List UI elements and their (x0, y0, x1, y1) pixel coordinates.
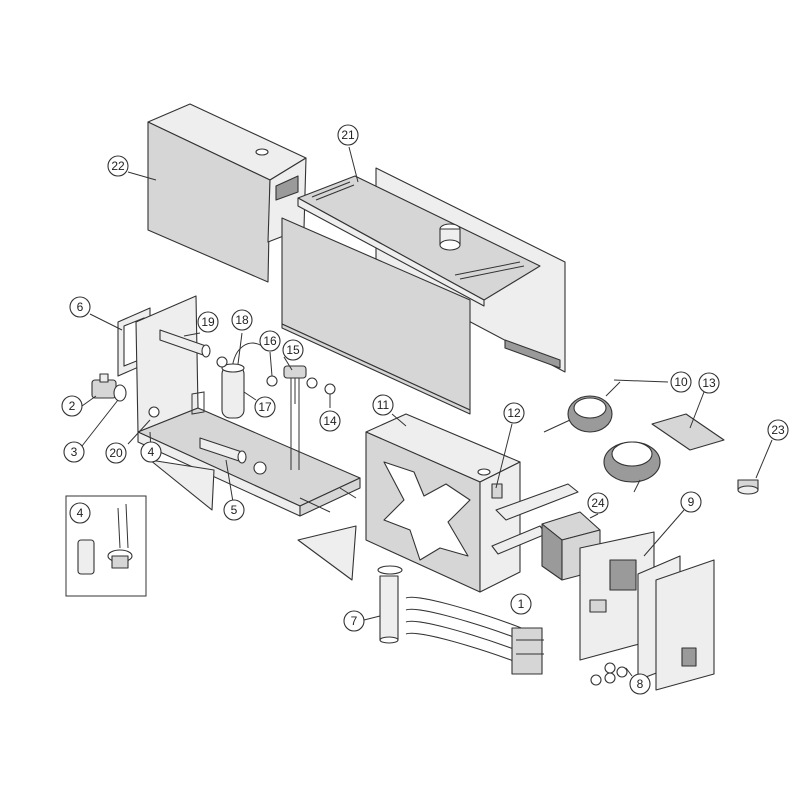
part-pipe (159, 329, 211, 358)
callout-label: 18 (235, 313, 249, 327)
callout-7: 7 (343, 610, 365, 632)
callout-label: 6 (77, 300, 84, 314)
part-top-frame (297, 167, 566, 373)
part-front-panel (281, 217, 471, 415)
callout-label: 22 (111, 159, 125, 173)
callout-label: 19 (201, 315, 215, 329)
callout-label: 5 (231, 503, 238, 517)
part-cable-coil (543, 381, 661, 493)
callout-1: 1 (510, 593, 532, 615)
callout-5: 5 (223, 499, 245, 521)
callout-9: 9 (680, 491, 702, 513)
leader-lines (81, 146, 773, 677)
callout-label: 16 (263, 334, 277, 348)
part-base-chassis (135, 295, 361, 581)
callout-label: 20 (109, 446, 123, 460)
callout-13: 13 (698, 372, 720, 394)
callout-label: 7 (351, 614, 358, 628)
callout-23: 23 (767, 419, 789, 441)
callout-20: 20 (105, 442, 127, 464)
callout-14: 14 (319, 410, 341, 432)
callout-label: 15 (286, 343, 300, 357)
callout-24: 24 (587, 492, 609, 514)
callout-18: 18 (231, 309, 253, 331)
callout-label: 9 (688, 495, 695, 509)
callout-label: 24 (591, 496, 605, 510)
callout-10: 10 (670, 371, 692, 393)
callout-label: 4 (77, 506, 84, 520)
part-cover-plate (651, 413, 725, 451)
callout-4-base: 4 (140, 441, 162, 463)
callout-label: 10 (674, 375, 688, 389)
part-steam-tank (365, 413, 521, 593)
part-valve (91, 373, 127, 402)
part-control-board (579, 531, 715, 691)
callout-label: 2 (69, 399, 76, 413)
callout-21: 21 (337, 124, 359, 146)
callout-label: 13 (702, 376, 716, 390)
callout-label: 8 (637, 677, 644, 691)
callout-label: 14 (323, 414, 337, 428)
callout-label: 17 (258, 400, 272, 414)
callout-6: 6 (69, 296, 91, 318)
part-outer-cover (147, 103, 307, 283)
callout-11: 11 (372, 394, 394, 416)
part-drain-tube (148, 406, 267, 475)
callout-label: 12 (507, 406, 521, 420)
callout-label: 21 (341, 128, 355, 142)
part-drain-pipe (377, 565, 403, 644)
callout-19: 19 (197, 311, 219, 333)
part-float-assembly (191, 342, 336, 470)
callout-16: 16 (259, 330, 281, 352)
callout-4-inset-main: 4 (69, 502, 91, 524)
callout-label: 11 (377, 398, 390, 412)
callout-8: 8 (629, 673, 651, 695)
callout-22: 22 (107, 155, 129, 177)
callout-label: 1 (518, 597, 525, 611)
callout-label: 3 (71, 445, 78, 459)
part-cap (737, 479, 759, 495)
callout-3: 3 (63, 441, 85, 463)
part-grommets (590, 662, 628, 686)
callout-15: 15 (282, 339, 304, 361)
callout-label: 4 (148, 445, 155, 459)
part-heating-element (405, 596, 544, 675)
callout-17: 17 (254, 396, 276, 418)
callout-label: 23 (771, 423, 785, 437)
callout-2: 2 (61, 395, 83, 417)
callout-12: 12 (503, 402, 525, 424)
